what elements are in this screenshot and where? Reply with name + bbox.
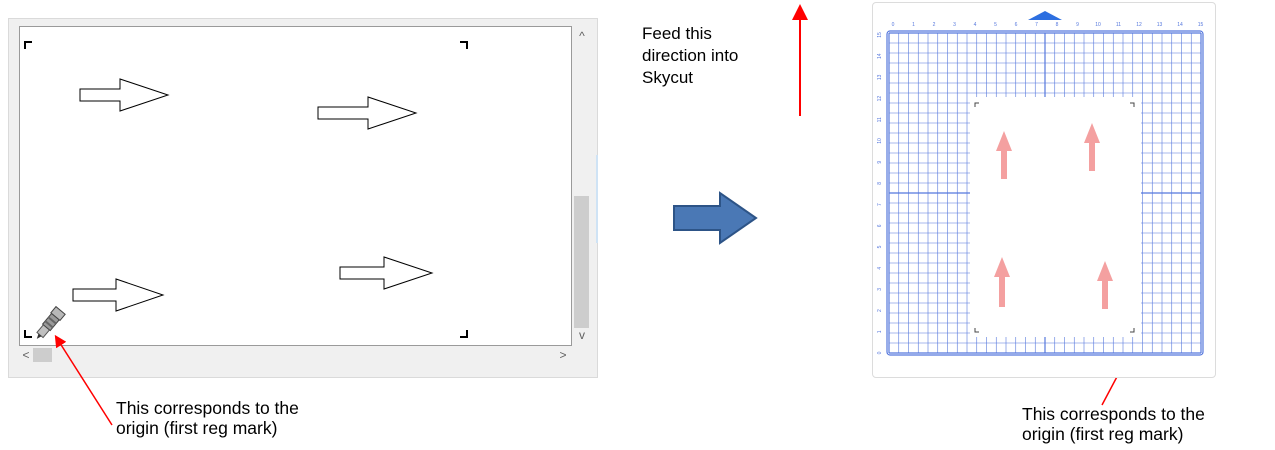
scroll-up-arrow[interactable]: ^	[579, 29, 585, 43]
side-ruler-label: 15	[877, 32, 883, 38]
side-ruler-label: 1	[877, 330, 883, 333]
sheet-arrows	[994, 123, 1113, 309]
top-ruler-label: 6	[1015, 22, 1018, 28]
vertical-scroll-thumb[interactable]	[574, 196, 589, 328]
top-ruler-label: 0	[892, 22, 895, 28]
material-sheet	[970, 97, 1141, 337]
side-ruler-label: 3	[877, 288, 883, 291]
side-ruler-label: 0	[877, 351, 883, 354]
top-ruler-label: 4	[974, 22, 977, 28]
side-ruler-label: 14	[877, 53, 883, 59]
reg-mark-top-left	[24, 41, 32, 49]
cut-preview-window: ^ v < >	[8, 18, 598, 378]
top-ruler-label: 2	[933, 22, 936, 28]
registration-marks	[24, 41, 468, 338]
right-origin-caption: This corresponds to the origin (first re…	[1022, 404, 1205, 444]
sheet-reg-mark-bottom-right	[1130, 328, 1135, 333]
vertical-scrollbar[interactable]: ^ v	[572, 26, 591, 346]
mat-feed-marker-icon	[1028, 11, 1062, 20]
scroll-left-arrow[interactable]: <	[22, 348, 30, 362]
top-ruler-label: 7	[1035, 22, 1038, 28]
top-ruler-label: 9	[1076, 22, 1079, 28]
top-ruler-label: 8	[1056, 22, 1059, 28]
top-ruler-label: 14	[1177, 22, 1183, 28]
sheet-arrow-icon	[1097, 261, 1113, 309]
side-ruler-label: 10	[877, 138, 883, 144]
reg-mark-top-right	[460, 41, 468, 49]
reg-mark-bottom-left	[24, 330, 32, 338]
side-ruler-label: 13	[877, 74, 883, 80]
feed-instruction-text: Feed this direction into Skycut	[642, 24, 739, 87]
pen-holder-icon	[36, 305, 66, 339]
top-ruler-label: 10	[1095, 22, 1101, 28]
side-ruler-label: 11	[877, 117, 883, 122]
sheet-reg-mark-bottom-left	[974, 328, 979, 333]
scroll-right-arrow[interactable]: >	[559, 348, 567, 362]
scroll-down-arrow[interactable]: v	[579, 328, 585, 342]
sheet-arrow-icon	[1084, 123, 1100, 171]
top-ruler-label: 3	[953, 22, 956, 28]
top-ruler-label: 12	[1136, 22, 1142, 28]
horizontal-scrollbar[interactable]: < >	[19, 346, 572, 364]
outlined-arrow-icon	[79, 78, 170, 112]
side-ruler-label: 7	[877, 203, 883, 206]
side-ruler-label: 6	[877, 224, 883, 227]
outlined-arrow-icon	[317, 96, 418, 130]
side-ruler-label: 9	[877, 161, 883, 164]
top-ruler-label: 5	[994, 22, 997, 28]
side-ruler-label: 5	[877, 245, 883, 248]
scrollbar-corner	[572, 346, 591, 364]
sheet-arrow-icon	[994, 257, 1010, 307]
horizontal-scroll-thumb[interactable]	[33, 348, 52, 362]
transition-arrow-icon	[673, 191, 758, 245]
side-ruler-label: 4	[877, 267, 883, 270]
outlined-arrow-icon	[339, 256, 434, 290]
top-ruler-label: 1	[912, 22, 915, 28]
top-ruler-label: 15	[1198, 22, 1204, 28]
sheet-reg-mark-top-left	[974, 102, 979, 107]
left-origin-caption: This corresponds to the origin (first re…	[116, 398, 299, 438]
left-pointer-arrow	[54, 334, 113, 426]
window-edge-highlight	[596, 155, 598, 243]
top-ruler-label: 11	[1116, 22, 1121, 28]
side-ruler-label: 2	[877, 309, 883, 312]
outlined-arrow-icon	[72, 278, 165, 312]
top-ruler-label: 13	[1157, 22, 1163, 28]
side-ruler-label: 12	[877, 96, 883, 102]
sheet-registration-marks	[974, 102, 1135, 333]
sheet-reg-mark-top-right	[1130, 102, 1135, 107]
sheet-arrow-icon	[996, 131, 1012, 179]
mat-border	[886, 30, 1204, 356]
design-canvas[interactable]	[19, 26, 572, 346]
side-ruler-label: 8	[877, 182, 883, 185]
reg-mark-bottom-right	[460, 330, 468, 338]
